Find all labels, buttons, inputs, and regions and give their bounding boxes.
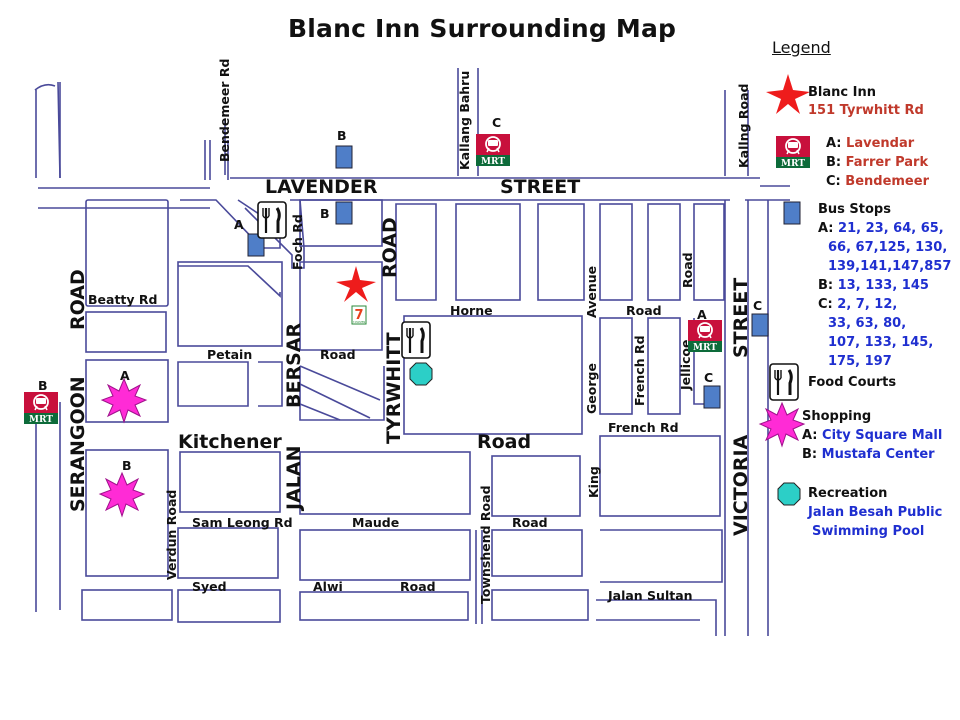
street-label-townshend: Townshend Road — [478, 485, 493, 604]
street-label-serangoon: SERANGOON — [67, 376, 89, 512]
street-label-serangoon-road: ROAD — [67, 269, 89, 330]
street-label-lavender: LAVENDER — [265, 176, 378, 198]
street-label-victoria: VICTORIA — [730, 434, 752, 536]
legend-mrt-a: A: Lavendar — [826, 136, 915, 151]
legend-panel: Legend — [772, 38, 831, 57]
legend-bus-c: C: 2, 7, 12, — [818, 297, 898, 312]
street-label-horne: Horne — [450, 303, 493, 318]
street-label-sam-leong: Sam Leong Rd — [192, 515, 293, 530]
street-label-avenue: Avenue — [584, 266, 599, 318]
street-label-lavender-street: STREET — [500, 176, 580, 198]
shop-b-letter: B — [122, 458, 132, 473]
street-label-kitchener: Kitchener — [178, 431, 282, 453]
bus-c2-letter: C — [704, 370, 713, 385]
legend-bus: Bus Stops A: 21, 23, 64, 65, 66, 67,125,… — [818, 202, 952, 369]
seven-eleven-store-icon: 7 7-ELEVEN — [351, 305, 367, 325]
legend-bus-b: B: 13, 133, 145 — [818, 278, 929, 293]
mrt-station-b-icon — [23, 391, 59, 426]
street-label-verdun: Verdun Road — [164, 490, 179, 580]
store-label: 7-ELEVEN — [353, 320, 365, 324]
food-court-icon — [400, 320, 432, 360]
shop-a-letter: A — [120, 368, 130, 383]
legend-mrt-b: B: Farrer Park — [826, 155, 929, 170]
bus-stop-b-north-icon — [335, 145, 353, 169]
legend-header: Legend — [772, 38, 831, 57]
street-label-horne-road: Road — [626, 303, 662, 318]
legend-shopping-title: Shopping — [802, 409, 872, 424]
street-label-kitchener-road: Road — [477, 431, 531, 453]
street-label-jalan: JALAN — [283, 446, 305, 513]
street-label-alwi: Alwi — [313, 579, 343, 594]
legend-hotel-star-icon — [766, 74, 810, 114]
street-labels: LAVENDER STREET Bendemeer Rd Kallang Bah… — [67, 59, 752, 604]
street-label-petain: Petain — [207, 347, 252, 362]
legend-recreation: Recreation Jalan Besah Public Swimming P… — [808, 486, 943, 539]
street-label-bersar: BERSAR — [283, 323, 305, 408]
legend-shopping-burst-icon — [759, 402, 805, 447]
street-label-jalan-sultan: Jalan Sultan — [607, 588, 693, 603]
legend-hotel-name: Blanc Inn — [808, 85, 876, 100]
bus-b1-letter: B — [337, 128, 347, 143]
street-label-tyrwhitt-road: ROAD — [379, 217, 401, 278]
bus-stop-c-north-icon — [751, 313, 769, 337]
legend-food-label: Food Courts — [808, 375, 897, 390]
food-court-icon — [256, 200, 288, 240]
legend-recreation-icon — [777, 482, 801, 506]
legend-shopping-a: A: City Square Mall — [802, 428, 943, 443]
street-label-george: George — [584, 363, 599, 414]
street-label-kallang-road: Kallng Road — [736, 84, 751, 169]
mrt-station-a-icon — [687, 319, 723, 354]
bus-stop-c-south-icon — [703, 385, 721, 409]
street-label-victoria-street: STREET — [730, 278, 752, 358]
bus-stop-a-icon — [247, 233, 265, 257]
street-label-bendemeer: Bendemeer Rd — [217, 59, 232, 162]
swimming-pool-icon — [409, 362, 433, 386]
shopping-b-burst-icon — [99, 472, 145, 517]
map-markers: C A B B B A C C A B 7 7-ELEVE — [23, 115, 769, 517]
legend-recreation-title: Recreation — [808, 486, 888, 501]
street-label-jellicoe: Jellicoe — [678, 340, 693, 391]
street-label-french-horizontal: French Rd — [608, 420, 679, 435]
mrt-a-letter: A — [697, 307, 707, 322]
street-label-french-vertical: French Rd — [632, 335, 647, 406]
legend-food-court-icon — [768, 362, 800, 402]
street-label-beatty: Beatty Rd — [88, 292, 157, 307]
legend-shopping-b: B: Mustafa Center — [802, 447, 935, 462]
street-label-maude-road: Road — [512, 515, 548, 530]
mrt-station-c-icon — [475, 133, 511, 168]
mrt-c-letter: C — [492, 115, 501, 130]
legend-mrt-icon — [775, 135, 811, 170]
street-label-king: King — [586, 466, 601, 498]
svg-text:7: 7 — [354, 308, 363, 323]
bus-a-letter: A — [234, 217, 244, 232]
street-label-syed: Syed — [192, 579, 227, 594]
legend-hotel-address: 151 Tyrwhitt Rd — [808, 103, 924, 118]
street-label-foch: Foch Rd — [290, 214, 305, 270]
street-label-tyrwhitt: TYRWHITT — [383, 332, 405, 444]
legend-mrt: A: Lavendar B: Farrer Park C: Bendemeer — [826, 134, 929, 191]
mrt-b-letter: B — [38, 378, 48, 393]
bus-stop-b-south-icon — [335, 201, 353, 225]
bus-c1-letter: C — [753, 298, 762, 313]
legend-mrt-c: C: Bendemeer — [826, 174, 929, 189]
blanc-inn-star-icon — [336, 266, 376, 302]
legend-shopping: Shopping A: City Square Mall B: Mustafa … — [802, 407, 942, 464]
legend-bus-title: Bus Stops — [818, 202, 891, 217]
street-label-hamilton-road: Road — [680, 252, 695, 288]
legend-bus-stop-icon — [783, 201, 801, 225]
legend-bus-a: A: 21, 23, 64, 65, — [818, 221, 944, 236]
map-title: Blanc Inn Surrounding Map — [288, 14, 677, 43]
bus-b2-letter: B — [320, 206, 330, 221]
shopping-a-burst-icon — [101, 378, 147, 423]
city-blocks — [34, 68, 790, 636]
street-label-alwi-road: Road — [400, 579, 436, 594]
street-label-kallang-bahru: Kallang Bahru — [457, 71, 472, 170]
street-label-maude: Maude — [352, 515, 399, 530]
street-label-petain-road: Road — [320, 347, 356, 362]
legend-food: Food Courts — [808, 375, 896, 390]
legend-hotel: Blanc Inn 151 Tyrwhitt Rd — [808, 84, 924, 120]
legend-icons — [759, 74, 811, 506]
